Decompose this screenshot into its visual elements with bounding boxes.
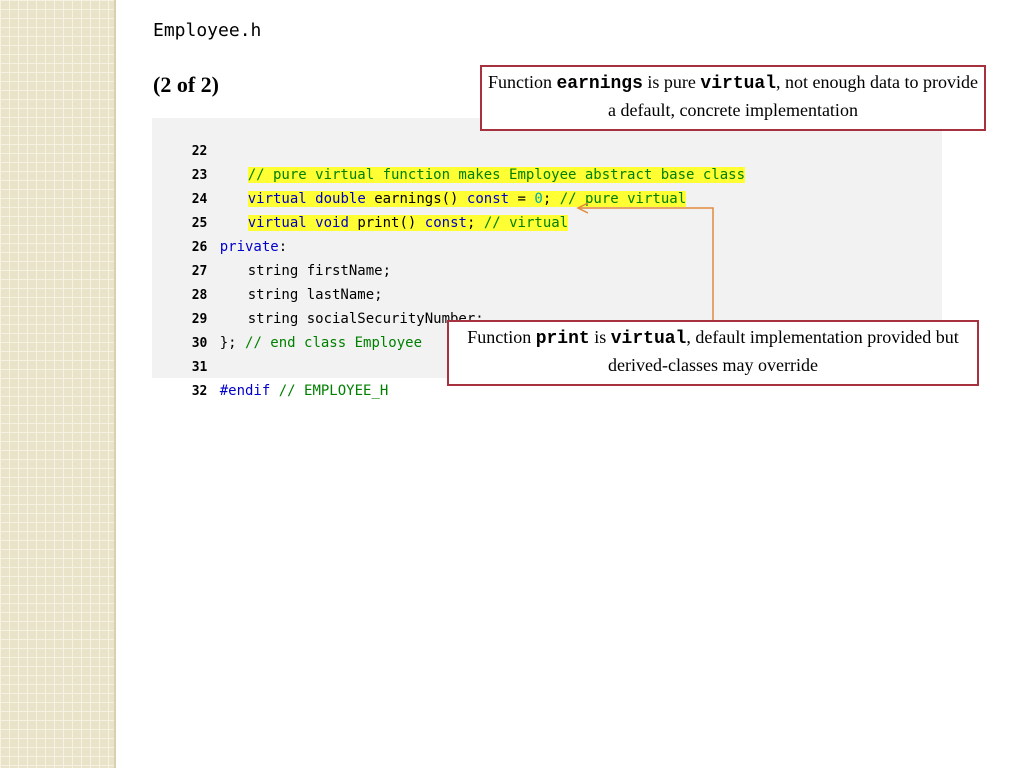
code-text: : [278, 239, 288, 255]
code-line-22: 22 [152, 118, 220, 159]
code-text: }; [219, 335, 237, 351]
code-keyword: const [466, 191, 510, 207]
line-number: 32 [191, 384, 208, 399]
code-text: string lastName; [247, 287, 383, 303]
code-line-30: 30}; // end class Employee [152, 310, 422, 351]
line-number: 24 [191, 192, 208, 207]
code-line-26: 26 private: [152, 214, 287, 255]
callout-earnings: Function earnings is pure virtual, not e… [480, 65, 986, 131]
line-number: 26 [191, 240, 208, 255]
slide-subtitle: (2 of 2) [153, 72, 219, 97]
code-number: 0 [534, 191, 543, 207]
code-comment: // pure virtual [559, 191, 687, 207]
code-text: ; [466, 215, 476, 231]
code-line-24: 24 virtual double earnings() const = 0; /… [152, 166, 687, 207]
code-line-27: 27 string firstName; [152, 238, 391, 279]
code-line-29: 29 string socialSecurityNumber; [152, 286, 484, 327]
arrow-head-icon [576, 202, 589, 214]
code-line-23: 23 // pure virtual function makes Employe… [152, 142, 746, 183]
code-keyword: private [219, 239, 279, 255]
callout-code: virtual [610, 329, 687, 349]
callout-text: is pure [642, 72, 701, 92]
arrow-line [578, 207, 714, 320]
code-keyword: void [315, 215, 349, 231]
code-keyword: virtual [247, 191, 307, 207]
code-keyword: double [315, 191, 366, 207]
decorative-side-strip [0, 0, 116, 768]
callout-text: , default implementation provided but de… [608, 327, 959, 375]
line-number: 25 [191, 216, 208, 231]
code-keyword: virtual [247, 215, 307, 231]
code-keyword: #endif [219, 383, 271, 399]
code-text: print() [357, 215, 417, 231]
code-text: ; [542, 191, 552, 207]
callout-text: is [589, 327, 611, 347]
line-number: 22 [191, 144, 208, 159]
code-comment: // pure virtual function makes Employee … [247, 167, 746, 183]
code-line-25: 25 virtual void print() const; // virtual [152, 190, 569, 231]
callout-code: print [535, 329, 590, 349]
slide-title: Employee.h [153, 20, 262, 41]
code-text: = [517, 191, 526, 207]
callout-code: virtual [700, 74, 777, 94]
line-number: 27 [191, 264, 208, 279]
code-line-31: 31 [152, 334, 220, 375]
code-comment: // EMPLOYEE_H [278, 383, 389, 399]
line-number: 28 [191, 288, 208, 303]
callout-text: Function [467, 327, 536, 347]
line-number: 30 [191, 336, 208, 351]
line-number: 23 [191, 168, 208, 183]
code-text: string firstName; [247, 263, 392, 279]
code-line-28: 28 string lastName; [152, 262, 383, 303]
code-text: string socialSecurityNumber; [247, 311, 484, 327]
code-comment: // end class Employee [245, 335, 423, 351]
callout-text: , not enough data to provide a default, … [608, 72, 979, 120]
callout-code: earnings [556, 74, 643, 94]
code-text: earnings() [374, 191, 459, 207]
code-line-32: 32 #endif // EMPLOYEE_H [152, 358, 389, 399]
callout-text: Function [487, 72, 557, 92]
callout-print: Function print is virtual, default imple… [447, 320, 979, 386]
code-keyword: const [424, 215, 467, 231]
code-comment: // virtual [483, 215, 569, 231]
line-number: 29 [191, 312, 208, 327]
line-number: 31 [191, 360, 208, 375]
